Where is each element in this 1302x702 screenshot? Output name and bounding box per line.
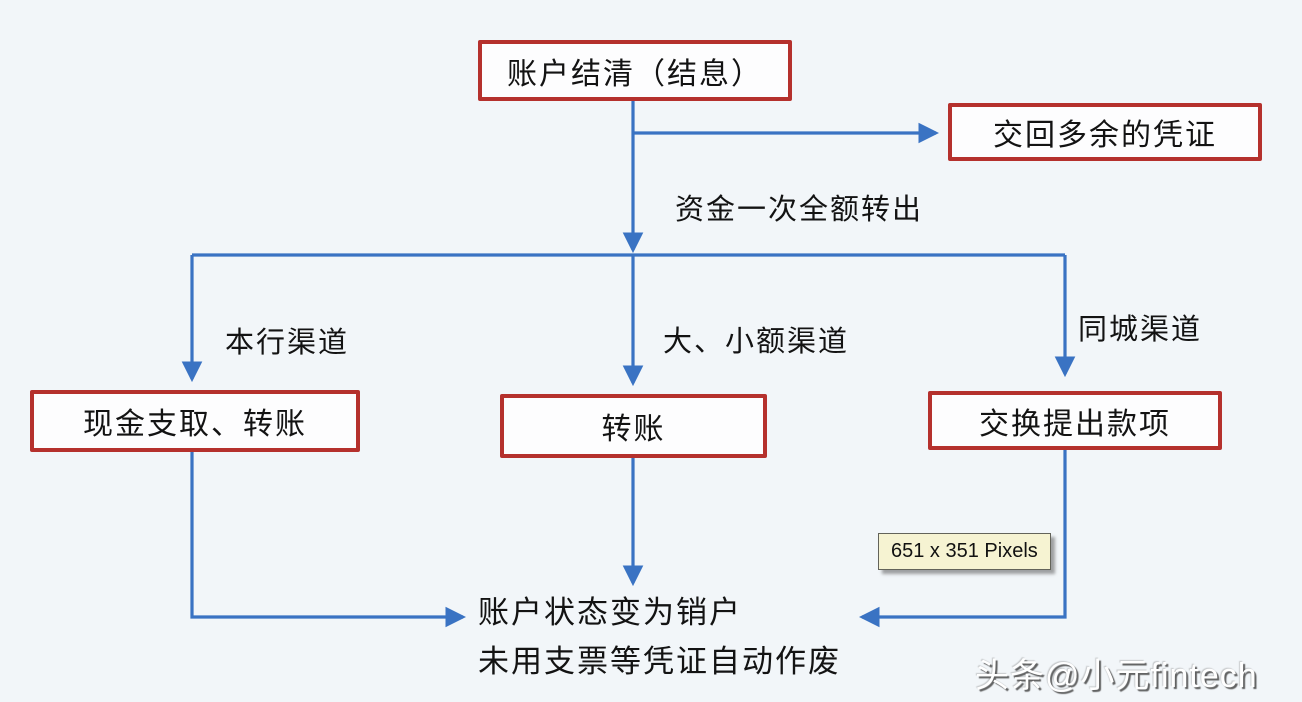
edge-exchange-to-result [858,450,1067,628]
node-account-settlement: 账户结清（结息） [478,40,792,101]
result-line-account-closed: 账户状态变为销户 [478,595,742,630]
node-return-vouchers: 交回多余的凭证 [948,103,1262,161]
image-size-tooltip: 651 x 351 Pixels [878,533,1051,570]
node-cash-withdraw-transfer: 现金支取、转账 [30,390,360,452]
edge-cash-to-result [190,452,467,628]
edge-label-large-small-amount-channel: 大、小额渠道 [663,326,850,358]
result-line-vouchers-voided: 未用支票等凭证自动作废 [478,644,841,679]
node-transfer: 转账 [500,394,767,458]
node-exchange-withdraw-funds: 交换提出款项 [928,391,1222,450]
edge-label-own-bank-channel: 本行渠道 [225,327,350,359]
toutiao-watermark: 头条@小元fintech [975,657,1258,695]
result-text-block: 账户状态变为销户 未用支票等凭证自动作废 [478,588,841,686]
edge-label-same-city-channel: 同城渠道 [1078,314,1203,346]
edge-label-full-amount-transfer: 资金一次全额转出 [675,194,924,226]
